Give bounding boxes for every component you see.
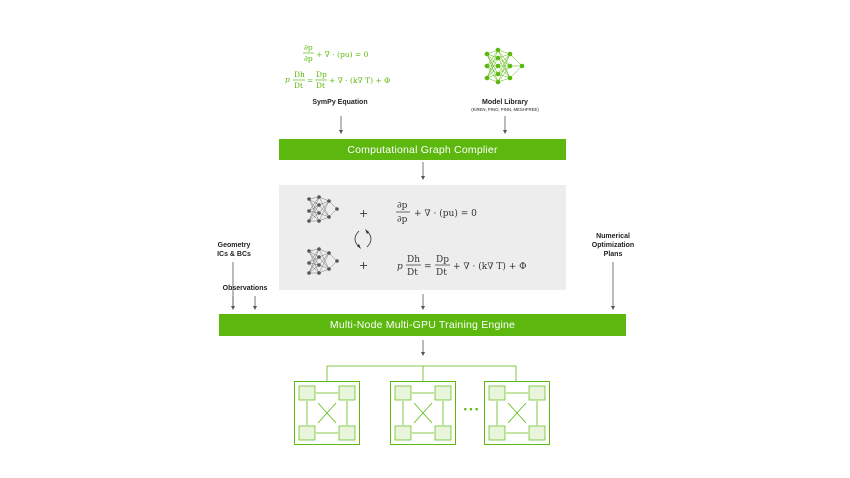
ics-bcs-label: ICs & BCs (217, 251, 251, 258)
node-ellipsis: • • • (463, 404, 479, 414)
panel-eq1-num: ∂p (397, 201, 408, 211)
sympy-eq2-p: p (285, 75, 290, 84)
gpu-node-2-svg (390, 381, 456, 445)
gpu-node-3 (484, 381, 550, 445)
panel-eq2-p: p (397, 262, 403, 272)
model-library-label: Model Library (482, 99, 528, 106)
gpu-node-3-svg (484, 381, 550, 445)
neural-network-icon (482, 44, 528, 90)
plans-label: Plans (603, 251, 623, 258)
sympy-eq2-rest: + ∇ · (k∇ T) + Φ (329, 76, 390, 85)
panel-eq1-rest: + ∇ · (pu) = 0 (414, 208, 477, 219)
sympy-eq1-rest: + ∇ · (pu) = 0 (316, 50, 369, 59)
network-icon-top (308, 196, 338, 222)
plus-sign-bottom: + (359, 259, 368, 272)
sympy-eq1-num: ∂p (304, 43, 313, 52)
sympy-eq2-eq: = (307, 76, 313, 85)
model-library-network-svg (484, 47, 525, 85)
geometry-label: Geometry (217, 242, 251, 249)
panel-eq2-d2: Dt (436, 268, 447, 278)
panel-eq2-eq: = (424, 262, 432, 272)
plus-sign-top: + (359, 207, 368, 220)
sympy-eq2-n1: Dh (294, 70, 305, 79)
gpu-node-2 (390, 381, 456, 445)
sympy-eq2-n2: Dp (316, 70, 327, 79)
panel-eq2-n1: Dh (407, 255, 420, 265)
engine-label: Multi-Node Multi-GPU Training Engine (329, 319, 516, 331)
model-library-subtitle: (KiREN, PINO, PINN, MESHFREE) (471, 107, 539, 112)
sympy-eq1-den: ∂p (304, 54, 313, 63)
cycle-arrows-icon (354, 230, 372, 248)
gpu-node-1 (294, 381, 360, 445)
compiler-label: Computational Graph Complier (347, 143, 498, 156)
sympy-eq2-d1: Dt (294, 81, 303, 90)
panel-eq1-den: ∂p (397, 215, 408, 225)
panel-eq2-rest: + ∇ · (k∇ T) + Φ (453, 261, 527, 272)
observations-label: Observations (222, 285, 268, 292)
graph-panel-svg: + + ∂p ∂p + ∇ · (pu) = 0 p Dh Dt = Dp Dt… (307, 195, 527, 278)
network-icon-bottom (308, 248, 338, 274)
panel-eq2-d1: Dt (407, 268, 418, 278)
sympy-equation-block: ∂p ∂p + ∇ · (pu) = 0 p Dh Dt = Dp Dt + ∇… (285, 40, 405, 96)
computational-graph-compiler-bar: Computational Graph Complier (279, 139, 566, 160)
panel-eq2-n2: Dp (436, 255, 449, 265)
sympy-equation-label: SymPy Equation (312, 99, 368, 106)
graph-panel: + + ∂p ∂p + ∇ · (pu) = 0 p Dh Dt = Dp Dt… (279, 185, 566, 290)
sympy-eq2-d2: Dt (316, 81, 325, 90)
sympy-equations-svg: ∂p ∂p + ∇ · (pu) = 0 p Dh Dt = Dp Dt + ∇… (285, 43, 390, 90)
numerical-label: Numerical (596, 233, 630, 240)
training-engine-bar: Multi-Node Multi-GPU Training Engine (219, 314, 626, 336)
optimization-label: Optimization (591, 242, 635, 249)
gpu-node-1-svg (294, 381, 360, 445)
